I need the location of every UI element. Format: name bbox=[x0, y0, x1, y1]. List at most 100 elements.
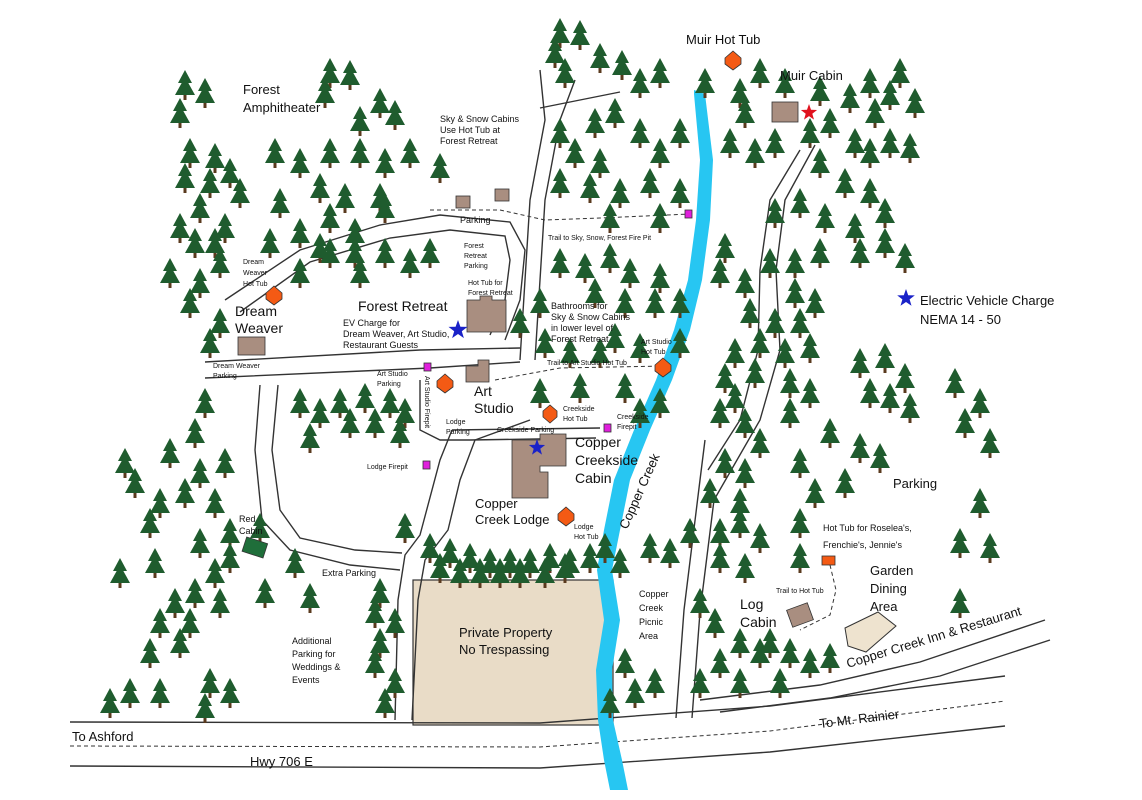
tree-icon bbox=[320, 238, 340, 268]
hot-tubs bbox=[265, 50, 836, 566]
label-fr-parking: Parking bbox=[464, 263, 488, 270]
top-spur bbox=[539, 91, 621, 109]
tree-icon bbox=[300, 583, 320, 613]
tree-icon bbox=[870, 443, 890, 473]
tree-icon bbox=[150, 488, 170, 518]
label-parking-top: Parking bbox=[460, 215, 491, 225]
tree-icon bbox=[190, 268, 210, 298]
tree-icon bbox=[810, 148, 830, 178]
label-forest-amphitheater: Amphitheater bbox=[243, 100, 321, 115]
tree-icon bbox=[375, 238, 395, 268]
tree-icon bbox=[555, 553, 575, 583]
tree-icon bbox=[375, 193, 395, 223]
tree-icon bbox=[860, 68, 880, 98]
tree-icon bbox=[690, 668, 710, 698]
tree-icon bbox=[595, 533, 615, 563]
tree-icon bbox=[800, 378, 820, 408]
trail-roselea bbox=[799, 564, 837, 631]
tree-icon bbox=[375, 148, 395, 178]
tree-icon bbox=[670, 118, 690, 148]
tree-icon bbox=[205, 558, 225, 588]
tree-icon bbox=[805, 478, 825, 508]
tree-icon bbox=[895, 363, 915, 393]
tree-icon bbox=[650, 203, 670, 233]
tree-icon bbox=[890, 58, 910, 88]
tree-icon bbox=[730, 668, 750, 698]
tree-icon bbox=[630, 68, 650, 98]
tree-icon bbox=[470, 558, 490, 588]
tree-icon bbox=[650, 388, 670, 418]
tree-icon bbox=[735, 408, 755, 438]
tree-icon bbox=[650, 58, 670, 88]
tree-icon bbox=[370, 88, 390, 118]
tree-icon bbox=[195, 388, 215, 418]
tree-icon bbox=[100, 688, 120, 718]
label-garden: Garden bbox=[870, 563, 913, 578]
label-dw-hottub: Dream bbox=[243, 259, 264, 266]
tree-icon bbox=[590, 148, 610, 178]
tree-icon bbox=[715, 363, 735, 393]
label-bathrooms: Sky & Snow Cabins bbox=[551, 312, 631, 322]
tree-icon bbox=[730, 628, 750, 658]
tree-icon bbox=[735, 553, 755, 583]
tree-icon bbox=[835, 468, 855, 498]
right-road-east-2 bbox=[707, 149, 801, 471]
tree-icon bbox=[630, 398, 650, 428]
hot-tub-icon bbox=[265, 285, 283, 306]
label-garden: Area bbox=[870, 599, 898, 614]
tree-icon bbox=[745, 138, 765, 168]
label-fr-hottub: Hot Tub for bbox=[468, 280, 503, 287]
tree-icon bbox=[590, 338, 610, 368]
tree-icon bbox=[800, 333, 820, 363]
tree-icon bbox=[615, 373, 635, 403]
muir-cabin-building bbox=[771, 101, 799, 123]
ev-charge-star-icon bbox=[448, 320, 468, 339]
tree-icon bbox=[750, 328, 770, 358]
tree-icon bbox=[205, 143, 225, 173]
firepit-icon bbox=[422, 460, 431, 470]
tree-icon bbox=[175, 70, 195, 100]
tree-icon bbox=[710, 258, 730, 288]
tree-icon bbox=[610, 548, 630, 578]
tree-icon bbox=[670, 178, 690, 208]
tree-icon bbox=[720, 128, 740, 158]
label-creekside-firepit: Creekside bbox=[617, 414, 649, 421]
tree-icon bbox=[810, 76, 830, 106]
tree-icon bbox=[355, 383, 375, 413]
label-hot-tub-roselea: Frenchie's, Jennie's bbox=[823, 540, 902, 550]
tree-icon bbox=[770, 668, 790, 698]
tree-icon bbox=[390, 418, 410, 448]
tree-icon bbox=[865, 98, 885, 128]
tree-icon bbox=[555, 58, 575, 88]
tree-icon bbox=[715, 448, 735, 478]
label-creekside-hottub: Creekside bbox=[563, 406, 595, 413]
tree-icon bbox=[460, 543, 480, 573]
tree-icon bbox=[150, 608, 170, 638]
tree-icon bbox=[430, 553, 450, 583]
tree-icon bbox=[695, 68, 715, 98]
tree-icon bbox=[765, 128, 785, 158]
tree-icon bbox=[315, 78, 335, 108]
tree-icon bbox=[395, 513, 415, 543]
tree-icon bbox=[790, 188, 810, 218]
label-muir-cabin: Muir Cabin bbox=[780, 68, 843, 83]
tree-icon bbox=[945, 368, 965, 398]
label-hwy: Hwy 706 E bbox=[250, 754, 313, 769]
firepit-icon bbox=[603, 423, 612, 433]
label-dream-weaver: Weaver bbox=[235, 320, 283, 336]
tree-icon bbox=[255, 578, 275, 608]
tree-icon bbox=[820, 418, 840, 448]
tree-icon bbox=[260, 228, 280, 258]
tree-icon bbox=[385, 668, 405, 698]
tree-icon bbox=[165, 588, 185, 618]
tree-icon bbox=[850, 433, 870, 463]
label-picnic-area: Area bbox=[639, 631, 658, 641]
tree-icon bbox=[835, 168, 855, 198]
tree-icon bbox=[320, 138, 340, 168]
tree-icon bbox=[290, 148, 310, 178]
tree-icon bbox=[710, 543, 730, 573]
tree-icon bbox=[205, 488, 225, 518]
tree-icon bbox=[145, 548, 165, 578]
copper-creekside-cabin-building bbox=[511, 433, 567, 499]
tree-icon bbox=[180, 608, 200, 638]
